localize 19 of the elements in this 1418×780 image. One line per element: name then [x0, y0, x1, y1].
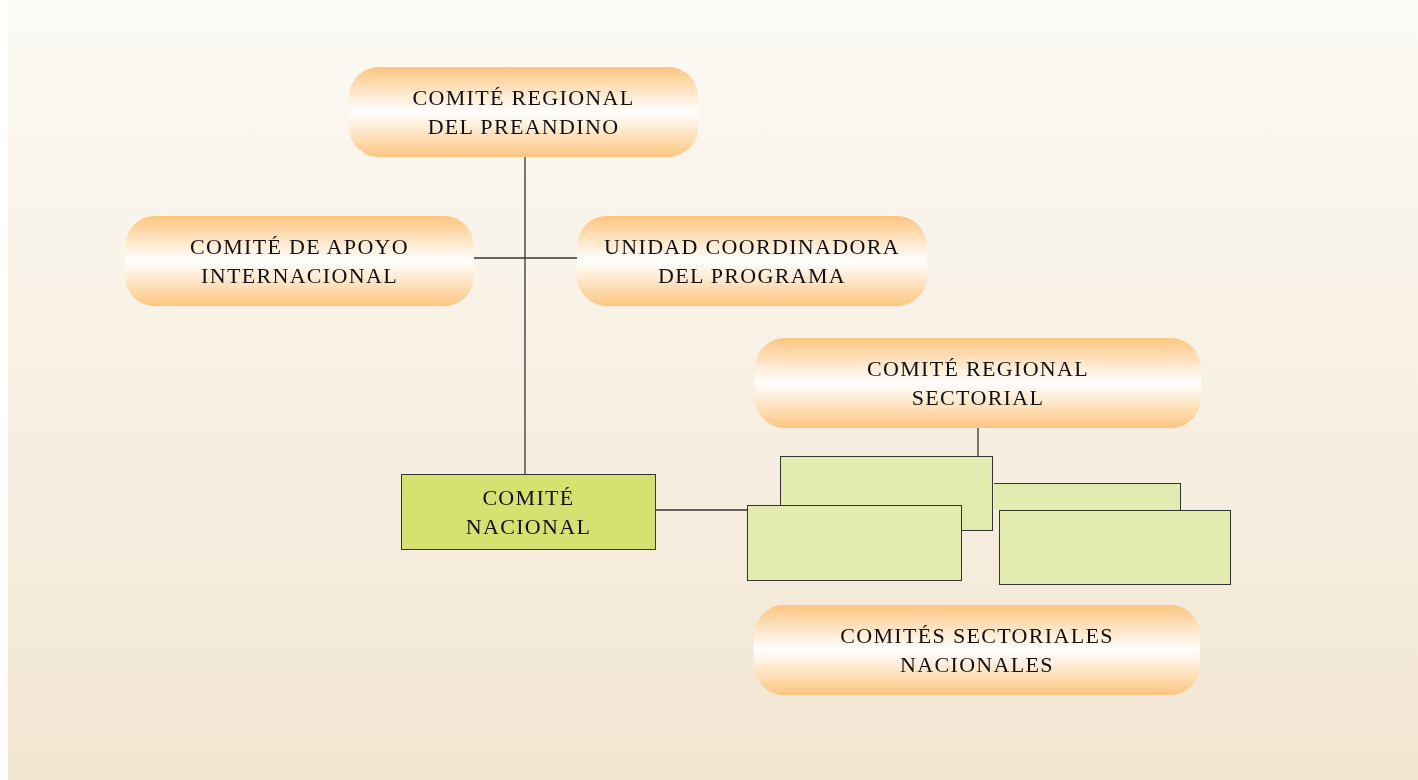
committee-name: COMITÉS SECTORIALES NACIONALES — [839, 622, 1115, 679]
committee-pill — [349, 67, 698, 157]
committee-name: UNIDAD COORDINADORA DEL PROGRAMA — [603, 233, 901, 290]
empty-box — [994, 483, 1181, 510]
connector-line — [977, 427, 979, 457]
empty-box — [999, 510, 1231, 585]
connector-line — [524, 156, 526, 475]
committee-name: COMITÉ REGIONAL SECTORIAL — [865, 355, 1091, 412]
connector-line — [655, 509, 748, 511]
committee-box — [401, 474, 656, 550]
committee-name: COMITÉ REGIONAL DEL PREANDINO — [411, 84, 636, 141]
committee-name: COMITÉ DE APOYO INTERNACIONAL — [189, 233, 410, 290]
committee-pill — [754, 605, 1200, 695]
connector-line — [473, 257, 578, 259]
committee-pill — [577, 216, 927, 306]
empty-box — [747, 505, 962, 581]
committee-pill — [125, 216, 474, 306]
committee-name: COMITÉ NACIONAL — [464, 484, 593, 541]
committee-pill — [755, 338, 1201, 428]
